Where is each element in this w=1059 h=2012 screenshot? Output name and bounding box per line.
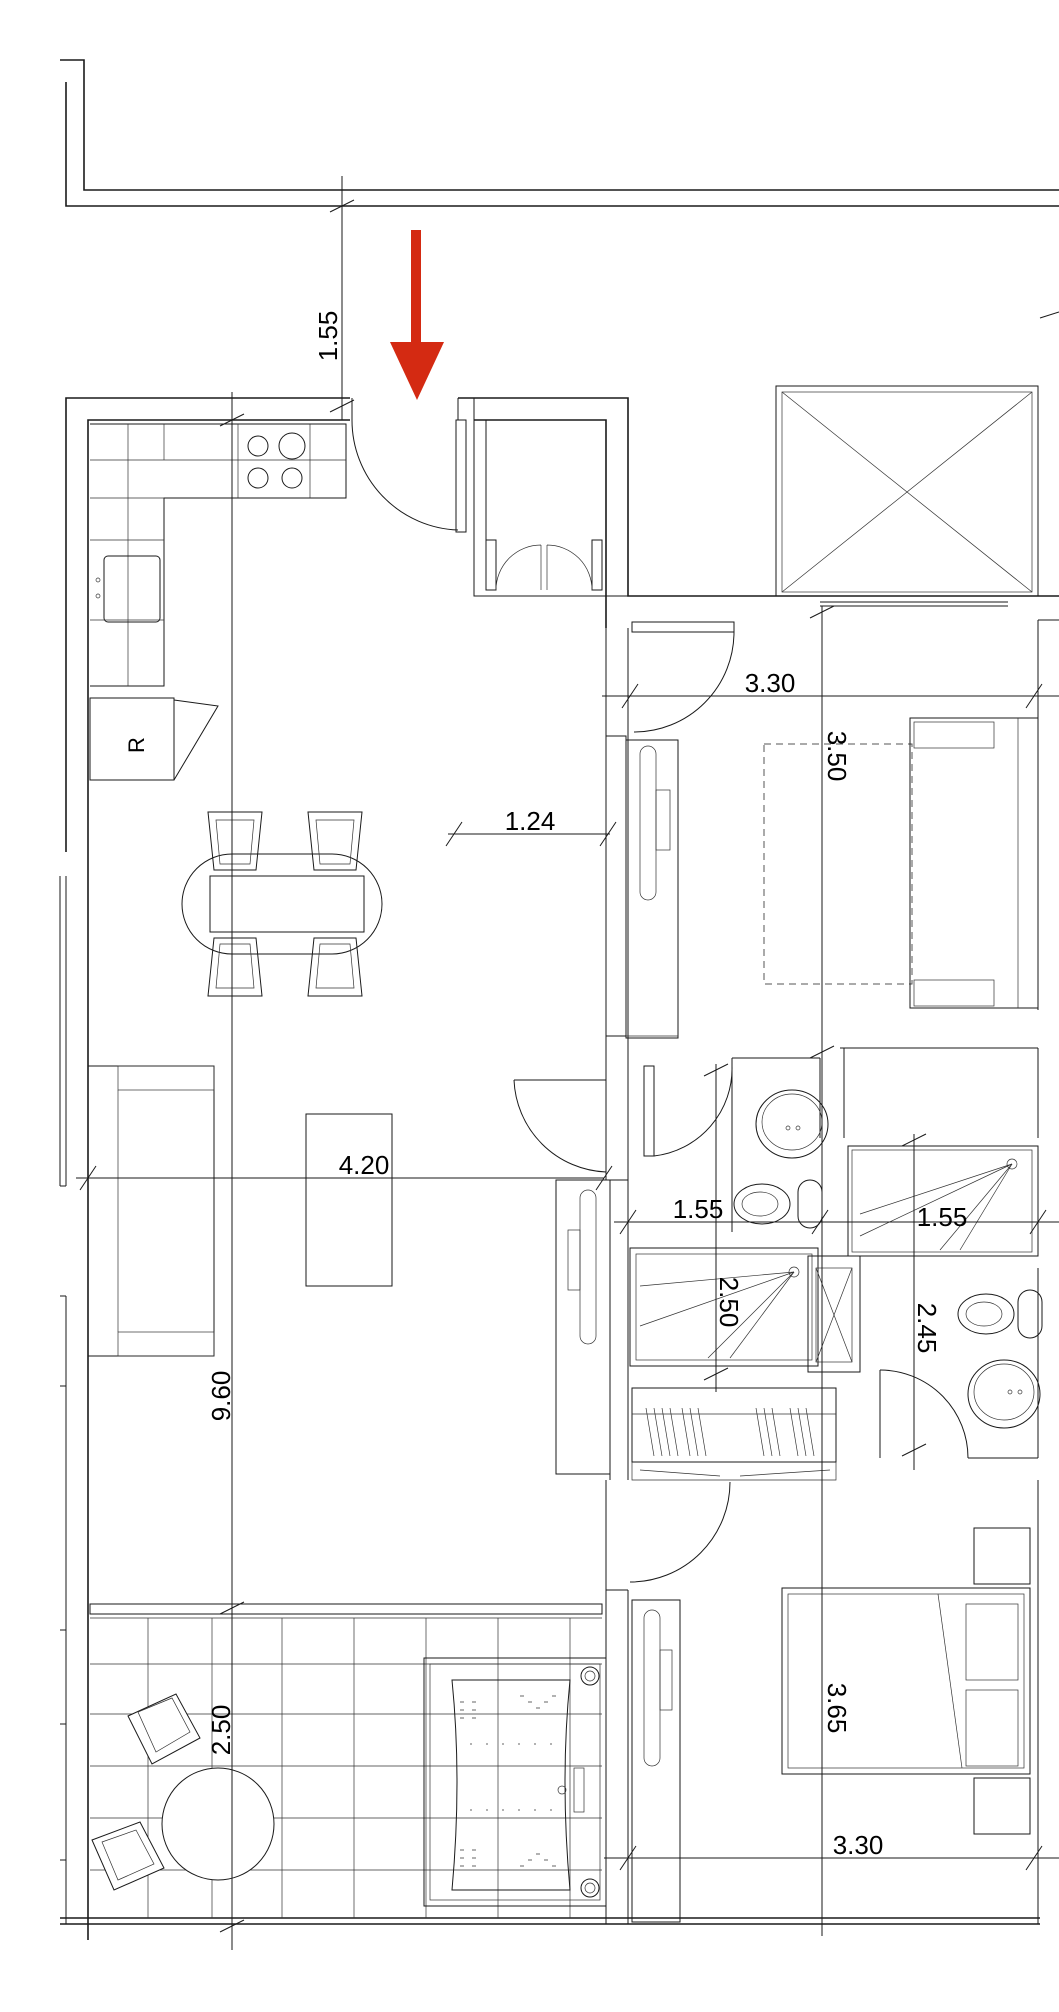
bed [781, 1527, 1031, 1835]
bathrooms [513, 1047, 1043, 1459]
building-outline [60, 59, 1059, 319]
nightstand [973, 1777, 1031, 1835]
washbasin-icon [967, 1359, 1041, 1429]
hall-partition [514, 621, 735, 1081]
dim-bedroom2-width: 3.30 [833, 1830, 884, 1860]
dim-bedroom2-depth: 3.65 [822, 1683, 852, 1734]
dim-entrance: 1.55 [313, 311, 343, 362]
dim-bedroom1-depth: 3.50 [822, 731, 852, 782]
coffee-table [305, 1113, 393, 1287]
dim-overall-length: 9.60 [206, 1371, 236, 1422]
bedroom2-door [605, 1480, 731, 1924]
dim-bedroom1-width: 3.30 [745, 668, 796, 698]
cooktop-icon [247, 432, 306, 489]
chair-icon [207, 937, 263, 997]
wardrobe [605, 735, 627, 1037]
jacuzzi [423, 1657, 607, 1907]
dim-bath2-width: 1.55 [917, 1202, 968, 1232]
chair-icon [91, 1821, 165, 1891]
toilet-icon [957, 1289, 1043, 1339]
shower [629, 1247, 819, 1367]
refrigerator-label: R [124, 737, 149, 753]
nightstand [973, 1527, 1031, 1585]
hall-wardrobe-2 [555, 1179, 629, 1480]
entry-closet [473, 420, 628, 597]
chair-icon [307, 811, 363, 871]
dim-terrace-depth: 2.50 [206, 1705, 236, 1756]
sofa [87, 1065, 215, 1357]
chair-icon [127, 1693, 201, 1765]
chair-icon [207, 811, 263, 871]
dimension-lines [76, 176, 1059, 1950]
chair-icon [307, 937, 363, 997]
kitchen-counter: R [89, 423, 347, 781]
dim-hall-width: 1.24 [505, 806, 556, 836]
refrigerator [89, 697, 175, 781]
terrace [89, 1603, 603, 1918]
closet [631, 1387, 837, 1481]
rug [763, 743, 913, 985]
washbasin-icon [755, 1089, 829, 1159]
dim-bath2-depth: 2.45 [912, 1303, 942, 1354]
entry-arrow-icon [390, 230, 444, 400]
dim-bath1-width: 1.55 [673, 1194, 724, 1224]
toilet-icon [733, 1179, 823, 1229]
dim-living-width: 4.20 [339, 1150, 390, 1180]
shaft [775, 385, 1039, 607]
dining-table [181, 811, 383, 997]
dimension-labels: 1.55 3.30 3.50 1.24 4.20 1.55 1.55 2.50 … [206, 311, 967, 1860]
bed [909, 717, 1039, 1009]
dim-bath1-depth: 2.50 [714, 1277, 744, 1328]
entrance-door [351, 398, 467, 533]
